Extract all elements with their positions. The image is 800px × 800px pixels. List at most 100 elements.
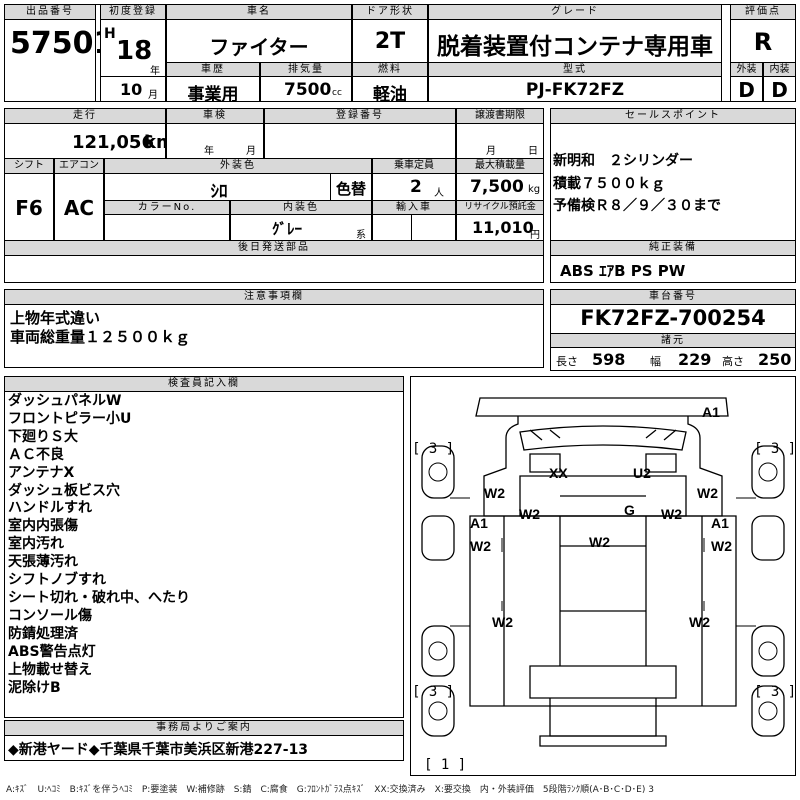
- inspector-line: ハンドルすれ: [8, 500, 92, 517]
- height-label: 高さ: [722, 355, 744, 368]
- inspector-line: 下廻りＳ大: [8, 428, 78, 445]
- transfer-day-unit: 日: [528, 146, 538, 157]
- genuine-label: 純正装備: [550, 240, 796, 256]
- displacement-label: 排気量: [260, 62, 352, 77]
- load: 7,500: [470, 177, 524, 197]
- damage-mark: G: [624, 502, 635, 518]
- displacement-cell: [260, 76, 352, 102]
- sales-points-cell: [550, 123, 796, 241]
- capacity: 2: [410, 177, 422, 197]
- int-score: D: [771, 78, 788, 102]
- damage-mark: W2: [484, 485, 505, 501]
- import-divider: [372, 214, 412, 241]
- color-no-cell: [104, 214, 230, 241]
- office-text: ◆新港ヤード◆千葉県千葉市美浜区新港227-13: [8, 742, 309, 758]
- inspector-line: ABS警告点灯: [8, 643, 96, 660]
- load-cell: [456, 173, 544, 201]
- first-reg-month: 10: [120, 80, 143, 99]
- mileage: 121,056: [72, 132, 154, 153]
- caution-line-2: 車両総重量１２５００ｋｇ: [10, 328, 191, 346]
- first-reg-label: 初度登録: [100, 4, 166, 20]
- grade: 脱着装置付コンテナ専用車: [437, 34, 713, 60]
- mileage-cell: [4, 123, 166, 159]
- int-label: 内装: [763, 62, 796, 77]
- caution-cell: [4, 304, 544, 368]
- model: PJ-FK72FZ: [525, 80, 625, 100]
- int-color-cell: [230, 214, 372, 241]
- inspector-line: フロントピラー小U: [8, 410, 132, 427]
- recycle-label: リサイクル預託金: [456, 200, 544, 215]
- lot-no-cell: [4, 19, 96, 102]
- ext-label: 外装: [730, 62, 763, 77]
- after-parts-label: 後日発送部品: [4, 240, 544, 256]
- history: 事業用: [187, 85, 239, 105]
- load-unit: kg: [528, 184, 541, 195]
- first-reg-year-unit: 年: [150, 66, 160, 77]
- ext-score: D: [738, 78, 755, 102]
- inspector-line: ＡＣ不良: [8, 446, 64, 463]
- damage-mark: W2: [492, 614, 513, 630]
- model-cell: [428, 76, 722, 102]
- score-label: 評価点: [730, 4, 796, 20]
- int-color-label: 内装色: [230, 200, 372, 215]
- inspector-line: コンソール傷: [8, 607, 92, 624]
- shift-label: シフト: [4, 158, 54, 174]
- displacement-unit: cc: [332, 88, 342, 98]
- car-name: ファイター: [209, 35, 309, 59]
- ext-cell: [730, 76, 763, 102]
- inspector-cell: [4, 391, 404, 718]
- inspection-label: 車検: [166, 108, 264, 124]
- damage-mark: W2: [470, 538, 491, 554]
- damage-mark: W2: [711, 538, 732, 554]
- tire-depth-front-left: [ 3 ]: [412, 441, 455, 457]
- damage-mark: A1: [702, 404, 720, 420]
- color: ｼﾛ: [210, 182, 228, 202]
- int-color: ｸﾞﾚｰ: [272, 220, 303, 238]
- length-label: 長さ: [556, 355, 578, 368]
- doors: 2T: [374, 29, 406, 54]
- ac-label: エアコン: [54, 158, 104, 174]
- import-label: 輸入車: [372, 200, 456, 215]
- genuine-equipment: ABS ｴｱB PS PW: [560, 262, 686, 280]
- score-cell: [730, 19, 796, 63]
- history-cell: [166, 76, 260, 102]
- tire-depth-rear-right: [ 3 ]: [754, 684, 797, 700]
- transfer-label: 譲渡書期限: [456, 108, 544, 124]
- displacement: 7500: [284, 80, 332, 100]
- tire-depth-spare: [ 1 ]: [424, 757, 467, 773]
- score: R: [753, 28, 773, 56]
- inspection-year-unit: 年: [204, 146, 214, 157]
- int-color-unit: 系: [356, 230, 366, 241]
- color-no-label: カラーNo.: [104, 200, 230, 215]
- inspector-notes: ダッシュパネルW フロントピラー小U 下廻りＳ大 ＡＣ不良 アンテナX ダッシュ…: [8, 393, 398, 697]
- inspection-cell: [166, 123, 264, 159]
- lot-no: 57501: [10, 26, 115, 61]
- history-label: 車歴: [166, 62, 260, 77]
- inspection-month-unit: 月: [246, 146, 256, 157]
- damage-mark: W2: [661, 506, 682, 522]
- inspector-line: 室内汚れ: [8, 536, 64, 553]
- caution-line-1: 上物年式違い: [10, 309, 101, 327]
- load-label: 最大積載量: [456, 158, 544, 174]
- inspector-label: 検査員記入欄: [4, 376, 404, 392]
- doors-cell: [352, 19, 428, 63]
- inspector-line: ダッシュ板ビス穴: [8, 482, 120, 499]
- tire-depth-rear-left: [ 3 ]: [412, 684, 455, 700]
- dims-cell: [550, 347, 796, 371]
- inspector-line: ダッシュパネルW: [8, 393, 122, 409]
- width: 229: [678, 350, 712, 369]
- inspector-line: 泥除けB: [8, 679, 61, 696]
- damage-mark: W2: [697, 485, 718, 501]
- inspector-line: シフトノブすれ: [8, 572, 106, 589]
- damage-mark: W2: [689, 614, 710, 630]
- first-reg-year: 18: [116, 36, 153, 66]
- color-label: 外装色: [104, 158, 372, 174]
- caution-label: 注意事項欄: [4, 289, 544, 305]
- truck-diagram: [421, 397, 785, 747]
- damage-mark: XX: [549, 465, 568, 481]
- dims-label: 諸元: [550, 333, 796, 348]
- capacity-cell: [372, 173, 456, 201]
- capacity-unit: 人: [434, 188, 444, 199]
- month-cell: [100, 76, 166, 102]
- damage-mark: W2: [519, 506, 540, 522]
